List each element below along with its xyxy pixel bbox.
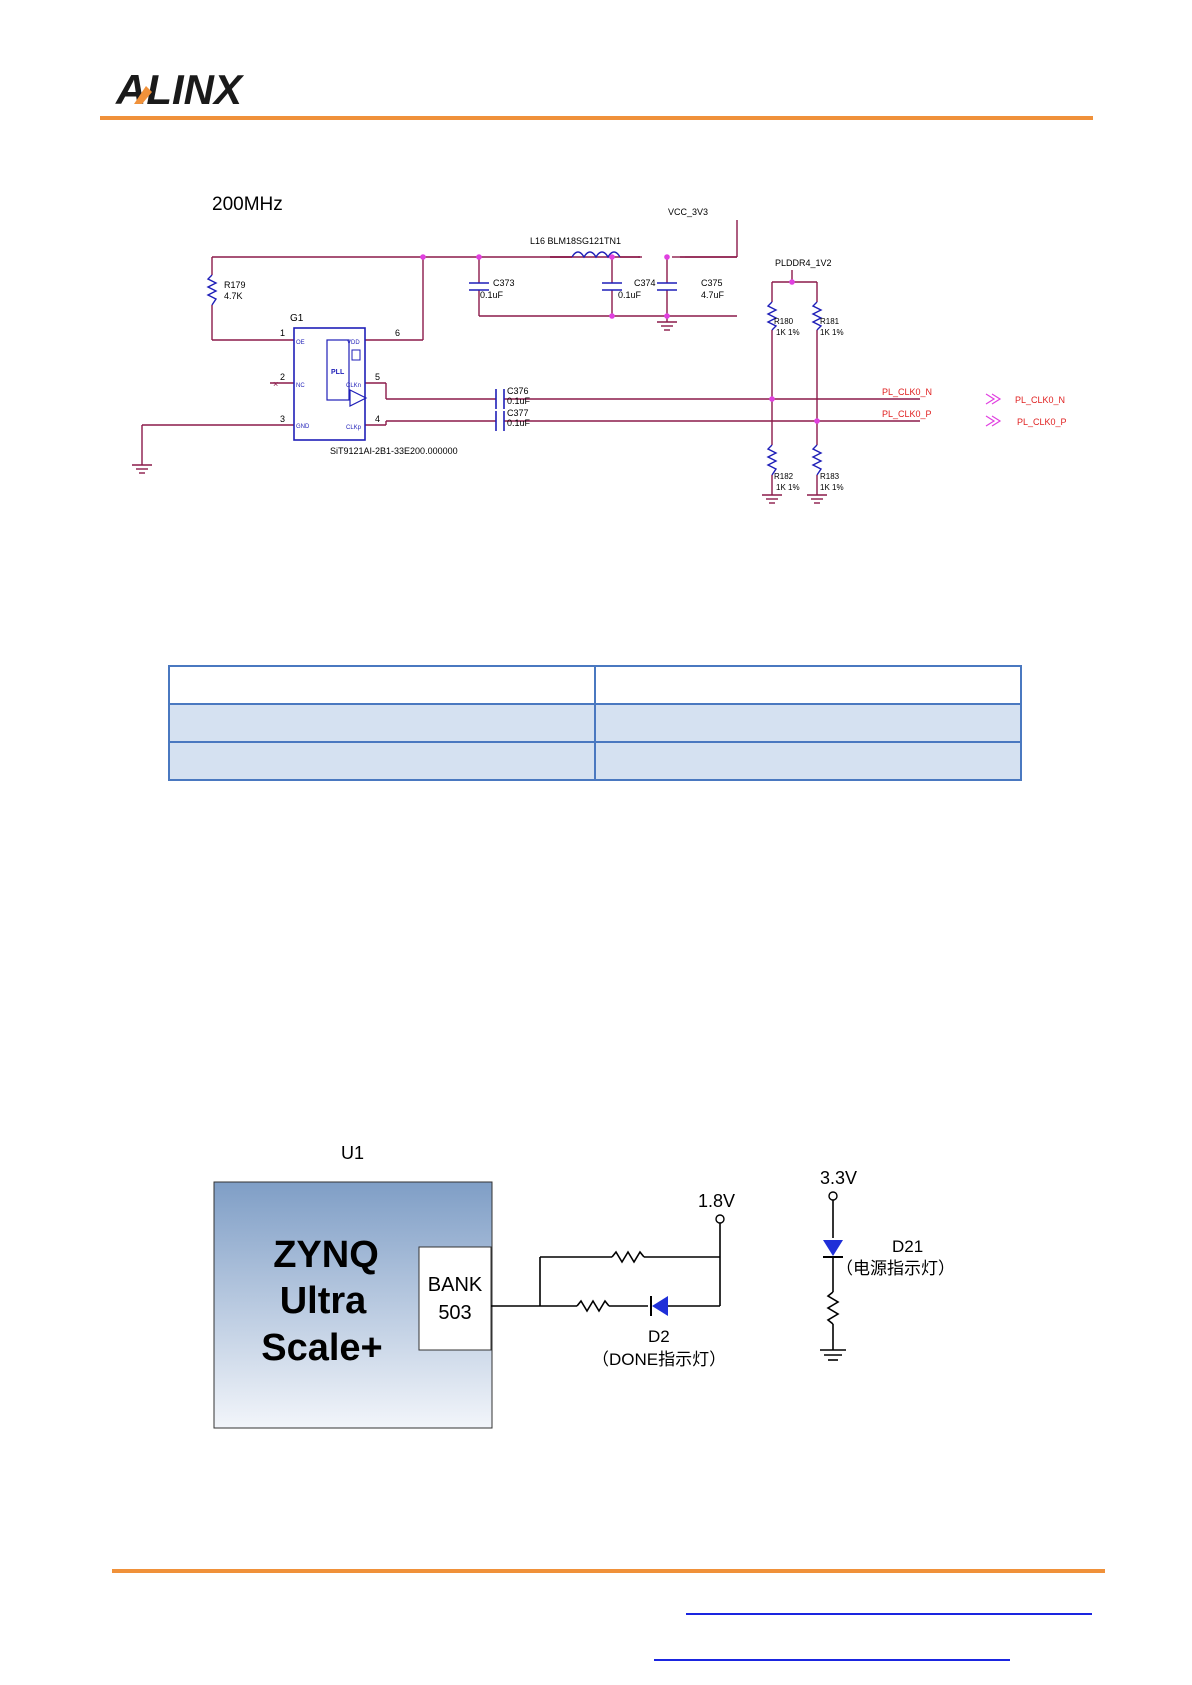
pin-name-clkp: CLKp xyxy=(346,425,362,431)
buffer-icon xyxy=(349,389,368,407)
table-row xyxy=(168,741,1022,781)
power-led-label: （电源指示灯） xyxy=(836,1259,955,1278)
clock-schematic: PLL OE NC GND CLKp CLKn VDD 1 2 3 4 5 6 … xyxy=(132,194,1067,504)
footer-rule xyxy=(112,1569,1105,1573)
pin-name-vdd: VDD xyxy=(347,340,360,346)
pin-number-3: 3 xyxy=(280,414,285,424)
osc-ref-label: G1 xyxy=(290,313,304,324)
done-led-icon xyxy=(652,1296,668,1316)
r182-value: 1K 1% xyxy=(776,483,800,492)
ferrite-label: L16 BLM18SG121TN1 xyxy=(530,236,621,246)
power-led-icon xyxy=(823,1240,843,1256)
pin-number-5: 5 xyxy=(375,372,380,382)
chip-ref-label: U1 xyxy=(341,1143,364,1163)
c375-ref: C375 xyxy=(701,278,723,288)
chip-name-line-3: Scale+ xyxy=(261,1327,383,1369)
bank-label: BANK xyxy=(428,1274,483,1296)
led-wires xyxy=(491,1200,846,1361)
supply-terminal-icon xyxy=(715,1214,725,1224)
oscillator-g1 xyxy=(293,327,366,441)
crystal-icon xyxy=(351,349,361,361)
table-row xyxy=(168,703,1022,743)
done-led-label: （DONE指示灯） xyxy=(592,1350,726,1369)
net-label-clk0-n: PL_CLK0_N xyxy=(882,387,932,397)
table-cell xyxy=(594,741,1022,781)
c376-ref: C376 xyxy=(507,386,529,396)
c375-value: 4.7uF xyxy=(701,290,725,300)
nc-cross-icon: × xyxy=(273,379,278,389)
capacitors xyxy=(469,282,677,431)
osc-part-label: SiT9121AI-2B1-33E200.000000 xyxy=(330,446,458,456)
junction-dots xyxy=(420,254,820,424)
chip-name-line-1: ZYNQ xyxy=(273,1234,379,1276)
c374-ref: C374 xyxy=(634,278,656,288)
r180-ref: R180 xyxy=(774,317,794,326)
pin-name-clkn: CLKn xyxy=(346,383,361,389)
c374-value: 0.1uF xyxy=(618,290,642,300)
resistors xyxy=(206,274,823,476)
table-cell xyxy=(168,665,596,705)
power-led-ref: D21 xyxy=(892,1237,923,1256)
pin-assignment-table xyxy=(168,665,1022,781)
c377-ref: C377 xyxy=(507,408,529,418)
clock-frequency-title: 200MHz xyxy=(212,194,283,215)
r181-ref: R181 xyxy=(820,317,840,326)
pin-name-nc: NC xyxy=(296,383,305,389)
port-label-clk0-n: PL_CLK0_N xyxy=(1015,395,1065,405)
r183-ref: R183 xyxy=(820,472,840,481)
supply-terminal-icon xyxy=(828,1191,838,1201)
ground-symbols xyxy=(132,321,827,504)
pin-number-2: 2 xyxy=(280,372,285,382)
pin-name-gnd: GND xyxy=(296,424,310,430)
c377-value: 0.1uF xyxy=(507,418,531,428)
pin-name-oe: OE xyxy=(296,340,305,346)
supply-1v8-label: 1.8V xyxy=(698,1191,735,1211)
table-cell xyxy=(168,703,596,743)
chip-name-line-2: Ultra xyxy=(280,1280,367,1322)
r179-value: 4.7K xyxy=(224,291,243,301)
ferrite-bead xyxy=(571,251,621,259)
wires xyxy=(141,220,920,495)
header-rule xyxy=(100,116,1093,120)
table-cell xyxy=(168,741,596,781)
plddr4-1v2-label: PLDDR4_1V2 xyxy=(775,258,832,268)
vcc-3v3-label: VCC_3V3 xyxy=(668,207,708,217)
table-cell xyxy=(594,703,1022,743)
pin-number-1: 1 xyxy=(280,328,285,338)
pll-label: PLL xyxy=(331,369,345,376)
logo-accent-shape xyxy=(134,86,152,104)
alinx-logo: ALINX xyxy=(115,66,245,112)
c376-value: 0.1uF xyxy=(507,396,531,406)
bank-503-box xyxy=(418,1246,492,1351)
r181-value: 1K 1% xyxy=(820,328,844,337)
pin-number-4: 4 xyxy=(375,414,380,424)
r183-value: 1K 1% xyxy=(820,483,844,492)
net-port-arrows xyxy=(985,393,1002,427)
footer-link-underline[interactable] xyxy=(654,1659,1010,1661)
logo-text: ALINX xyxy=(115,66,245,112)
port-label-clk0-p: PL_CLK0_P xyxy=(1017,417,1067,427)
pin-number-6: 6 xyxy=(395,328,400,338)
done-led-ref: D2 xyxy=(648,1327,670,1346)
bank-number: 503 xyxy=(438,1302,471,1324)
pll-block xyxy=(326,339,350,401)
r179-ref: R179 xyxy=(224,280,246,290)
table-cell xyxy=(594,665,1022,705)
supply-3v3-label: 3.3V xyxy=(820,1168,857,1188)
footer-link-underline[interactable] xyxy=(686,1613,1092,1615)
c373-value: 0.1uF xyxy=(480,290,504,300)
table-row xyxy=(168,665,1022,705)
net-label-clk0-p: PL_CLK0_P xyxy=(882,409,932,419)
led-schematic: U1 ZYNQ Ultra Scale+ BANK 503 1.8V 3.3V … xyxy=(213,1143,955,1429)
r182-ref: R182 xyxy=(774,472,794,481)
c373-ref: C373 xyxy=(493,278,515,288)
r180-value: 1K 1% xyxy=(776,328,800,337)
